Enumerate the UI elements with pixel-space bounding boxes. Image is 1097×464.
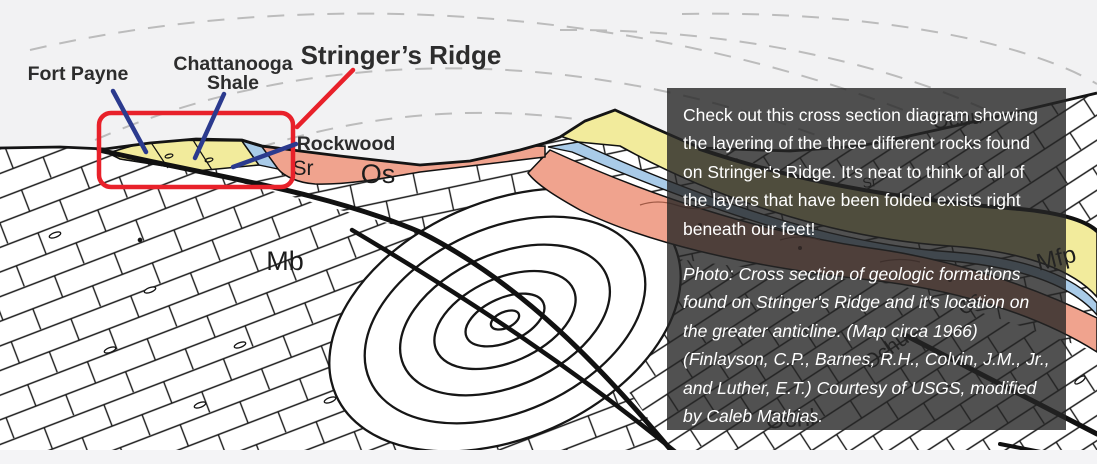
unit-label-sr: Sr: [293, 157, 314, 180]
caption-overlay: Check out this cross section diagram sho…: [667, 88, 1066, 430]
unit-label-os: Os: [361, 159, 396, 189]
fort-payne-label: Fort Payne: [28, 63, 129, 85]
chattanooga-shale-label-line2: Shale: [207, 72, 259, 94]
formation-leader-lines: [110, 88, 299, 170]
stringers-ridge-leader-line: [294, 67, 356, 130]
rockwood-leader-line: [230, 141, 299, 170]
rockwood-label: Rockwood: [297, 133, 396, 155]
stringers-ridge-label: Stringer’s Ridge: [301, 40, 502, 70]
chattanooga-leader-line: [192, 91, 227, 161]
bottom-page-strip: [0, 450, 1097, 464]
caption-paragraph: Check out this cross section diagram sho…: [683, 105, 1039, 239]
highlight-box: [96, 110, 296, 190]
fort-payne-leader-line: [110, 88, 149, 155]
photo-credit-paragraph: Photo: Cross section of geologic formati…: [683, 264, 1050, 427]
chattanooga-shale-label-line1: Chattanooga: [173, 53, 292, 75]
unit-label-mb: Mb: [266, 246, 304, 276]
